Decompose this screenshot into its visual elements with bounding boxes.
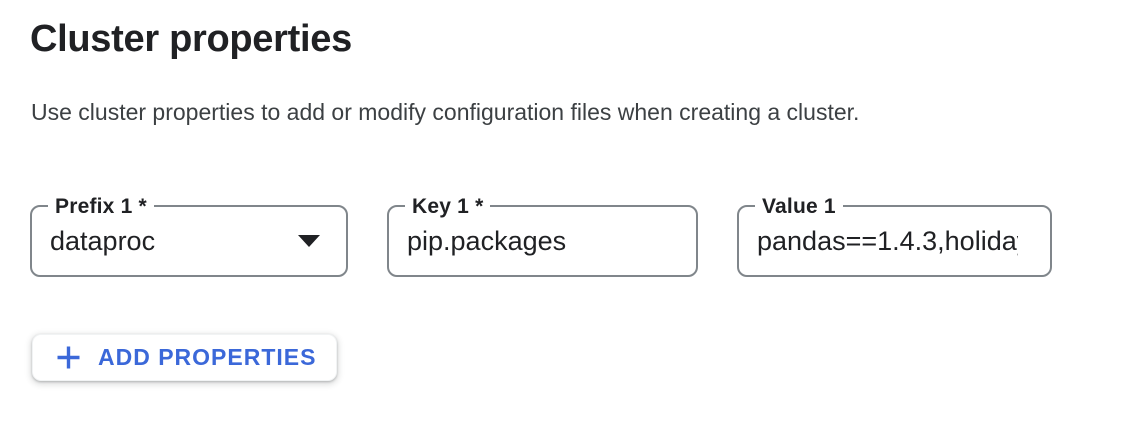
plus-icon (57, 346, 80, 369)
add-properties-label: ADD PROPERTIES (98, 344, 317, 371)
add-properties-button[interactable]: ADD PROPERTIES (32, 334, 338, 382)
dropdown-caret-icon (298, 235, 320, 248)
page-description: Use cluster properties to add or modify … (31, 99, 860, 126)
value-1-label: Value 1 (755, 194, 843, 221)
prefix-1-select-box[interactable]: dataproc (32, 207, 346, 275)
key-1-field: Key 1 * (387, 194, 698, 278)
prefix-1-selected-value: dataproc (50, 225, 156, 256)
value-1-field: Value 1 (737, 194, 1052, 278)
cluster-properties-row: Prefix 1 * dataproc Key 1 * Value 1 (30, 194, 1122, 278)
prefix-1-select[interactable]: Prefix 1 * dataproc (30, 194, 348, 278)
page-title: Cluster properties (30, 18, 352, 60)
key-1-label: Key 1 * (405, 194, 491, 221)
prefix-1-label: Prefix 1 * (48, 194, 154, 221)
